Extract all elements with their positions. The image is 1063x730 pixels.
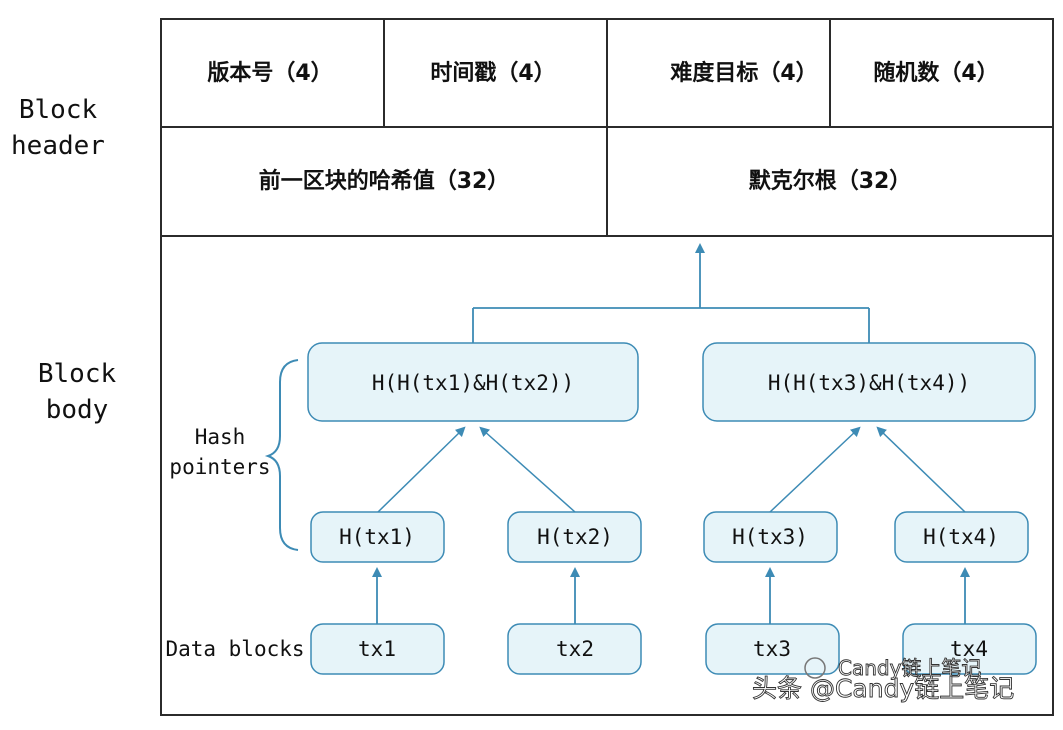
- pointer-htx3-to-h34: [769, 426, 861, 513]
- pointer-htx4-to-h34: [876, 426, 966, 513]
- hash-pointers-label-line1: Hash: [195, 425, 246, 449]
- hash-node-tx2-label: H(tx2): [537, 525, 613, 549]
- data-block-tx1-label: tx1: [358, 637, 396, 661]
- header-cell-version: 版本号（4）: [207, 61, 332, 86]
- pointer-htx1-to-h12: [377, 426, 466, 513]
- header-cell-prev-hash: 前一区块的哈希值（32）: [259, 168, 510, 194]
- watermark-logo-icon: [804, 657, 826, 679]
- hash-node-tx3-label: H(tx3): [732, 525, 808, 549]
- data-blocks-label: Data blocks: [165, 637, 304, 661]
- hash-node-tx1-label: H(tx1): [339, 525, 415, 549]
- data-block-tx2-box: [507, 623, 642, 675]
- hash-node-tx4-box: [894, 511, 1029, 563]
- block-body-label-line2: body: [46, 395, 109, 425]
- block-header-label-line1: Block: [19, 95, 98, 125]
- block-body-label-line1: Block: [38, 359, 117, 389]
- header-cell-merkle-root: 默克尔根（32）: [749, 168, 912, 194]
- header-cell-timestamp: 时间戳（4）: [430, 61, 555, 86]
- data-block-tx3-label: tx3: [753, 637, 791, 661]
- hash-node-tx4-label: H(tx4): [923, 525, 999, 549]
- hash-node-tx2-box: [507, 511, 642, 563]
- watermark: Candy链上笔记 头条 @Candy链上笔记: [752, 656, 1015, 704]
- header-cell-difficulty: 难度目标（4）: [669, 60, 817, 86]
- header-cell-nonce: 随机数（4）: [873, 60, 998, 86]
- watermark-line1: Candy链上笔记: [838, 656, 981, 680]
- hash-node-tx3-box: [703, 511, 838, 563]
- block-header-label-line2: header: [11, 131, 105, 161]
- merkle-node-h12-label: H(H(tx1)&H(tx2)): [372, 371, 574, 395]
- hash-node-tx1-box: [310, 511, 445, 563]
- data-block-tx3-box: [705, 623, 840, 675]
- watermark-line2: 头条 @Candy链上笔记: [752, 674, 1014, 703]
- data-block-tx4-label: tx4: [950, 637, 988, 661]
- data-block-tx4-box: [902, 623, 1037, 675]
- merkle-node-h34-box: [702, 342, 1036, 422]
- data-block-tx2-label: tx2: [556, 637, 594, 661]
- data-block-tx1-box: [310, 623, 445, 675]
- merkle-node-h12-box: [307, 342, 639, 422]
- hash-pointers-label-line2: pointers: [169, 455, 270, 479]
- pointer-htx2-to-h12: [479, 426, 576, 513]
- hash-pointers-brace: [264, 359, 299, 551]
- merkle-node-h34-label: H(H(tx3)&H(tx4)): [768, 371, 970, 395]
